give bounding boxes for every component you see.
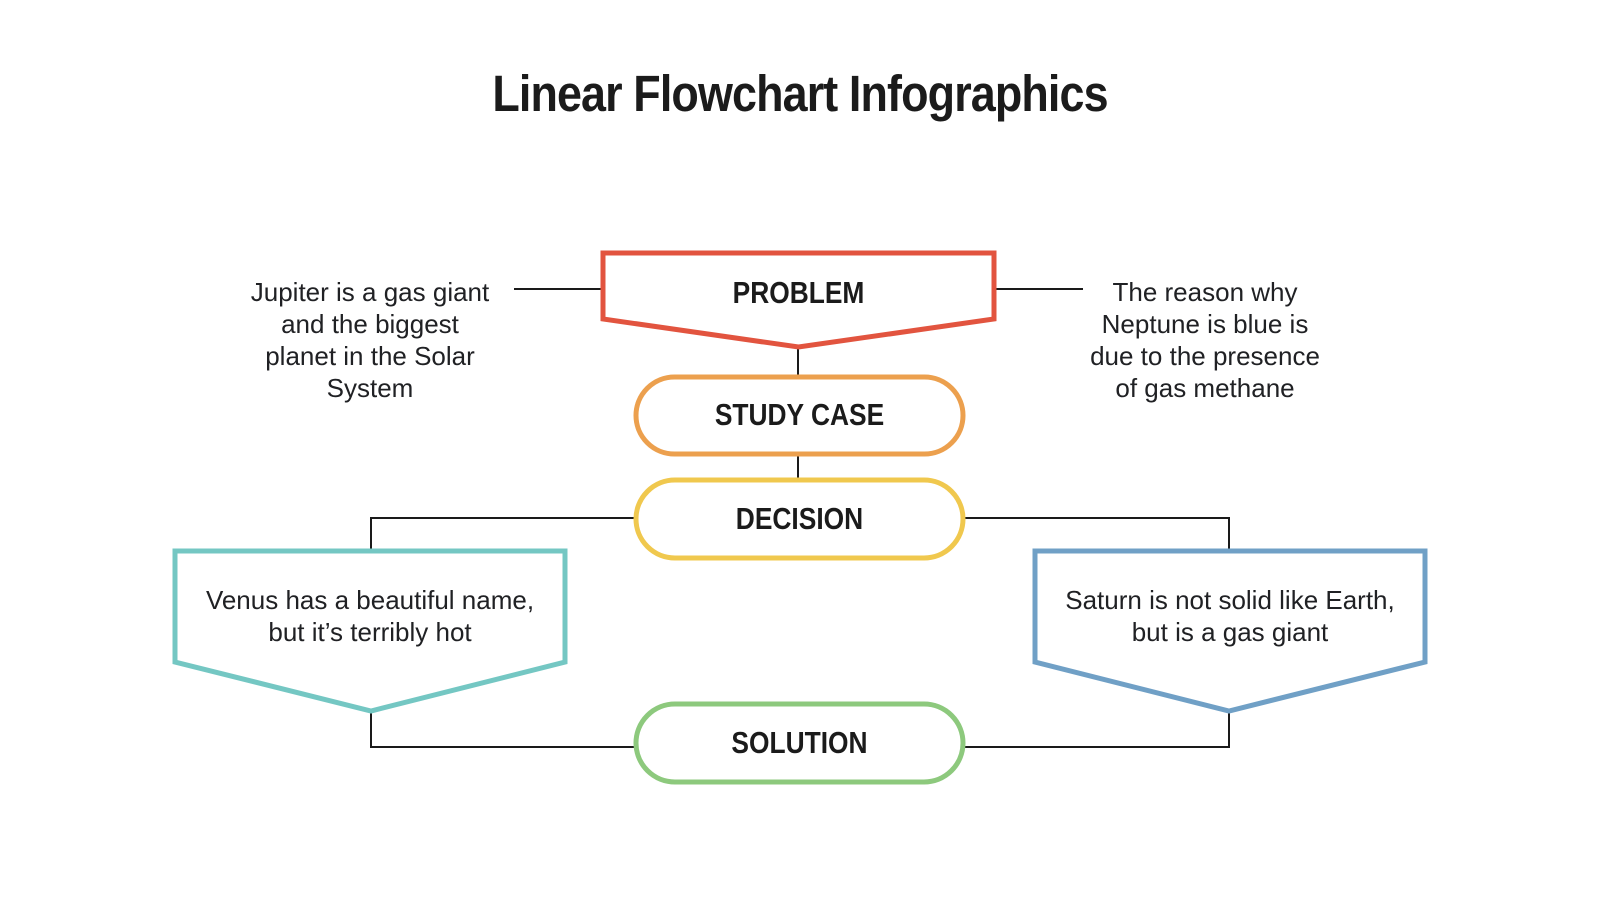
connector-saturn-to-solution <box>963 709 1230 748</box>
connector-venus-to-solution <box>370 709 636 748</box>
decision-node-label: DECISION <box>735 501 864 536</box>
solution-node-shape <box>633 701 966 785</box>
venus-note-text: Venus has a beautiful name, but it’s ter… <box>205 585 535 647</box>
jupiter-annotation-text: Jupiter is a gas giant and the biggest p… <box>250 277 490 403</box>
solution-node-label: SOLUTION <box>731 725 868 760</box>
neptune-annotation-text: The reason why Neptune is blue is due to… <box>1090 277 1320 403</box>
problem-node-shape <box>600 250 997 350</box>
connector-lines <box>370 288 1230 748</box>
saturn-note-shape <box>1032 548 1428 714</box>
problem-node-label: PROBLEM <box>732 275 865 310</box>
connector-decision-to-venus <box>370 517 636 552</box>
study-case-node-shape <box>633 374 966 457</box>
venus-note-shape <box>172 548 568 714</box>
decision-node-shape <box>633 477 966 561</box>
page-title: Linear Flowchart Infographics <box>492 65 1108 122</box>
saturn-note-text: Saturn is not solid like Earth, but is a… <box>1065 585 1395 647</box>
connector-decision-to-saturn <box>963 517 1230 552</box>
study-case-node-label: STUDY CASE <box>714 397 885 432</box>
